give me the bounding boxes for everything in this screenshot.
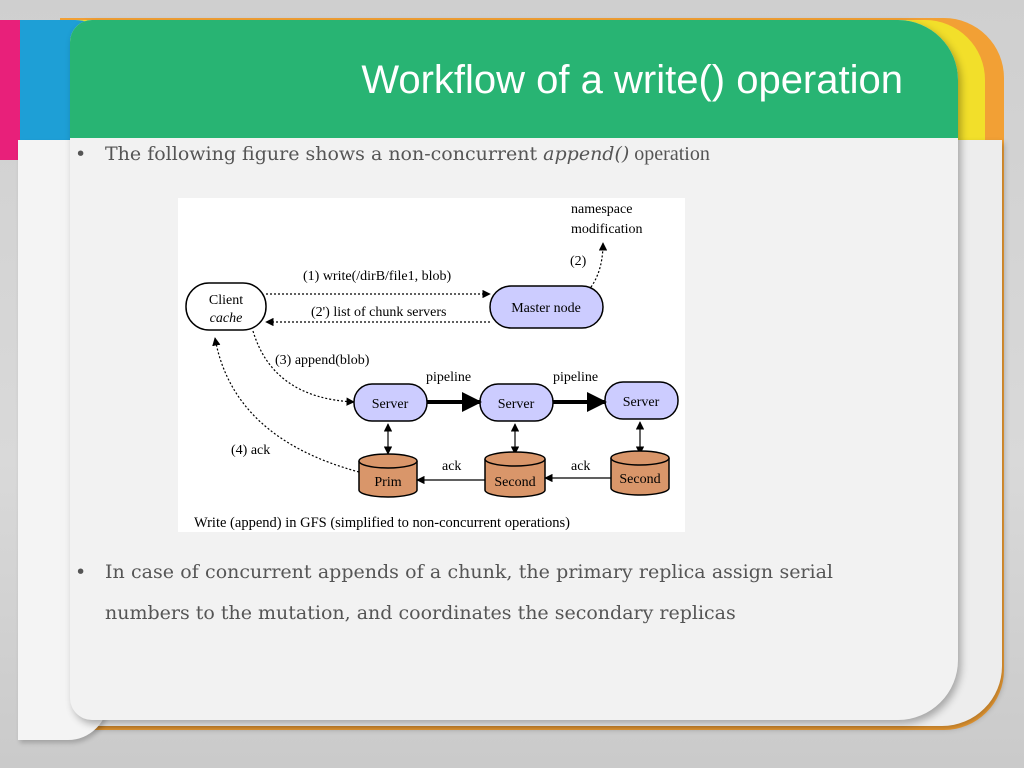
second-2-label: Second: [619, 472, 660, 487]
bullet-item-2: • In case of concurrent appends of a chu…: [75, 552, 833, 634]
pipeline-label-1: pipeline: [426, 370, 471, 385]
bullet-1-emphasis: append(): [543, 143, 630, 165]
client-label: Client: [209, 293, 243, 308]
figure-caption: Write (append) in GFS (simplified to non…: [194, 515, 570, 531]
diagram-svg: namespace modification (2) Client cache …: [185, 202, 679, 531]
bullet-2-text: In case of concurrent appends of a chunk…: [105, 561, 833, 624]
server-3-label: Server: [623, 395, 660, 410]
step-4-arrow: [212, 337, 360, 473]
bullet-1-suffix: operation: [629, 143, 710, 165]
ack-label-2: ack: [571, 459, 590, 474]
step-2-label: (2): [570, 254, 587, 269]
bullet-glyph: •: [75, 143, 87, 165]
modification-label: modification: [571, 222, 643, 237]
namespace-label: namespace: [571, 202, 632, 217]
gfs-write-diagram: namespace modification (2) Client cache …: [178, 198, 685, 532]
step-1-label: (1) write(/dirB/file1, blob): [303, 269, 451, 284]
server-1-label: Server: [372, 397, 409, 412]
bullet-item-1: • The following figure shows a non-concu…: [75, 143, 865, 166]
prim-disk: [358, 453, 418, 498]
client-node: [185, 282, 267, 331]
ack-label-1: ack: [442, 459, 461, 474]
slide-header: Workflow of a write() operation: [70, 20, 958, 138]
master-label: Master node: [511, 301, 581, 316]
step-2p-label: (2') list of chunk servers: [311, 305, 447, 320]
second-disk-2: [610, 450, 670, 496]
bullet-glyph: •: [75, 561, 87, 583]
master-node: [489, 285, 604, 329]
bullet-1-prefix: The following figure shows a non-concurr…: [105, 143, 544, 165]
pipeline-label-2: pipeline: [553, 370, 598, 385]
step-4-label: (4) ack: [231, 443, 270, 458]
prim-label: Prim: [374, 475, 401, 490]
server-2-label: Server: [498, 397, 535, 412]
slide-title: Workflow of a write() operation: [361, 58, 903, 102]
second-1-label: Second: [494, 475, 535, 490]
step-3-label: (3) append(blob): [275, 353, 370, 368]
second-disk-1: [484, 451, 546, 498]
client-cache-label: cache: [210, 311, 243, 326]
